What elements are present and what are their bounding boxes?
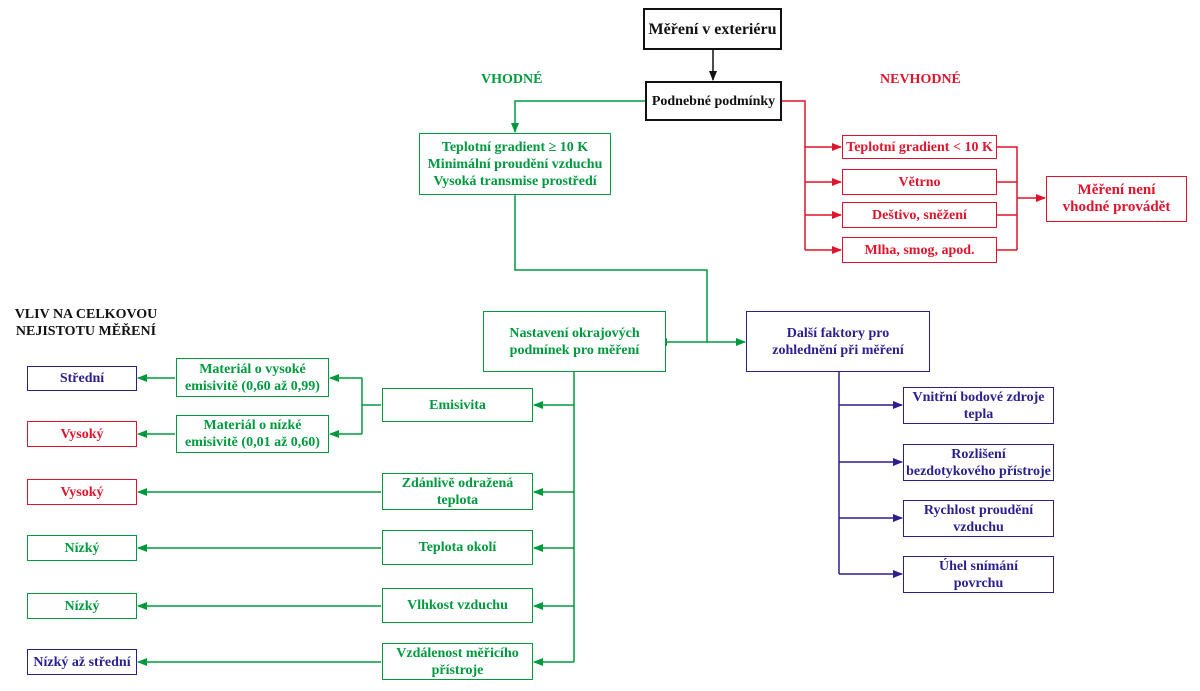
- uncertainty-result: Vysoký: [27, 421, 137, 447]
- unsuitable-label: NEVHODNÉ: [880, 72, 961, 87]
- unsuitable-item: Deštivo, sněžení: [842, 202, 997, 228]
- parameter-box: Zdánlivě odražená teplota: [382, 473, 533, 510]
- unsuitable-item: Mlha, smog, apod.: [842, 237, 997, 263]
- unsuitable-item: Teplotní gradient < 10 K: [842, 135, 997, 159]
- suitable-label: VHODNÉ: [481, 72, 543, 87]
- uncertainty-result: Střední: [27, 366, 137, 391]
- emissivity-high-box: Materiál o vysoké emisivitě (0,60 až 0,9…: [176, 358, 329, 397]
- uncertainty-result: Nízký: [27, 535, 137, 561]
- factor-item: Rozlišení bezdotykového přístroje: [903, 444, 1054, 481]
- uncertainty-result: Vysoký: [27, 479, 137, 505]
- other-factors-box: Další faktory pro zohlednění při měření: [746, 311, 930, 372]
- climate-conditions-box: Podnebné podmínky: [645, 81, 782, 121]
- parameter-box: Teplota okolí: [382, 530, 533, 565]
- factor-item: Úhel snímání povrchu: [903, 556, 1054, 593]
- uncertainty-result: Nízký až střední: [27, 649, 137, 675]
- unsuitable-result-box: Měření není vhodné provádět: [1046, 176, 1187, 222]
- parameter-box: Vzdálenost měřicího přístroje: [382, 643, 533, 680]
- factor-item: Vnitřní bodové zdroje tepla: [903, 387, 1054, 424]
- factor-item: Rychlost proudění vzduchu: [903, 500, 1054, 537]
- emissivity-low-box: Materiál o nízké emisivitě (0,01 až 0,60…: [176, 415, 329, 453]
- uncertainty-result: Nízký: [27, 593, 137, 619]
- parameter-box: Vlhkost vzduchu: [382, 588, 533, 623]
- title-box: Měření v exteriéru: [643, 8, 782, 50]
- emissivity-box: Emisivita: [382, 388, 533, 422]
- suitable-conditions-box: Teplotní gradient ≥ 10 K Minimální proud…: [419, 133, 611, 195]
- unsuitable-item: Větrno: [842, 169, 997, 195]
- boundary-conditions-box: Nastavení okrajových podmínek pro měření: [483, 311, 666, 372]
- impact-heading: VLIV NA CELKOVOU NEJISTOTU MĚŘENÍ: [14, 307, 158, 339]
